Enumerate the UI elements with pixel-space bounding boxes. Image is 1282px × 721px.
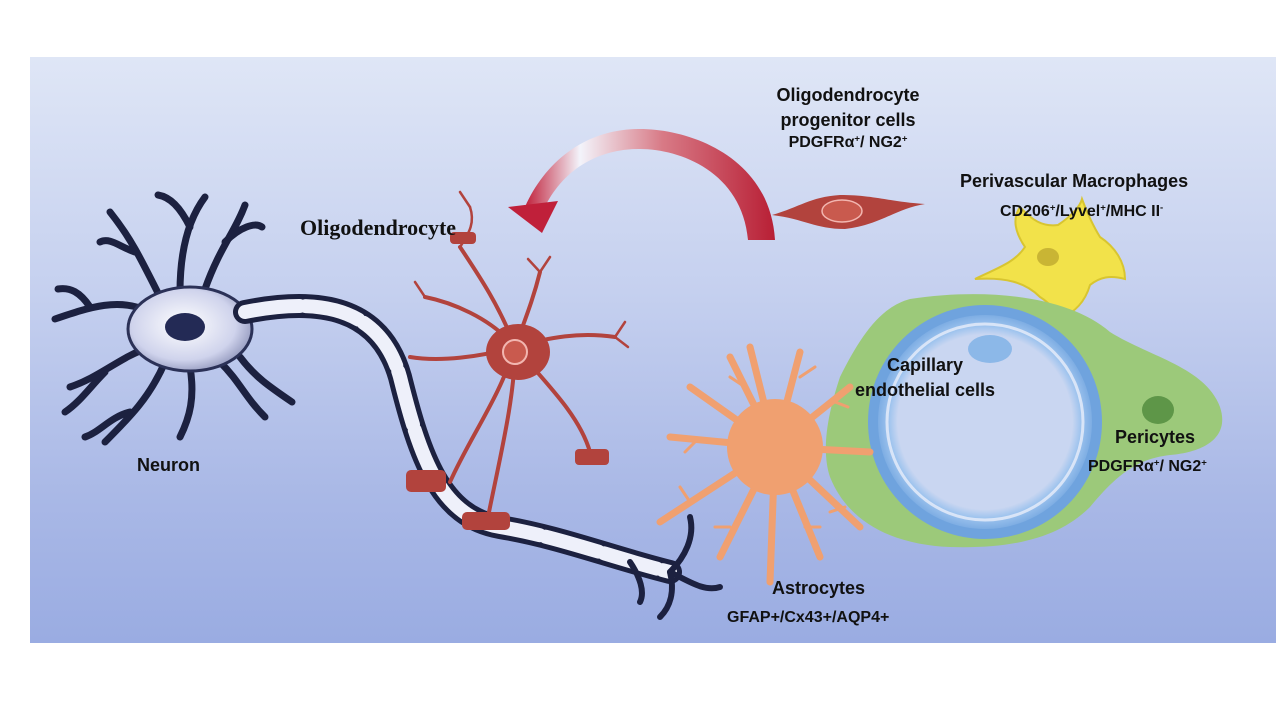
- capillary-label-line2: endothelial cells: [854, 379, 996, 400]
- differentiation-arrow: [508, 129, 775, 240]
- oligodendrocyte-label: Oligodendrocyte: [300, 215, 457, 240]
- pericytes-markers: PDGFRα+/ NG2+: [1088, 457, 1207, 475]
- capillary-label: Capillary endothelial cells: [820, 355, 1030, 400]
- opc-label-line2: progenitor cells: [780, 109, 916, 130]
- diagram-panel: Oligodendrocyte progenitor cells PDGFRα+…: [30, 57, 1276, 643]
- diagram-artwork: [51, 129, 1223, 620]
- astrocyte-cell: [656, 343, 874, 586]
- capillary-label-line1: Capillary: [886, 355, 964, 375]
- macrophages-markers: CD206+/Lyvel+/MHC II-: [1000, 202, 1164, 220]
- opc-label-line1: Oligodendrocyte: [776, 85, 920, 105]
- oligodendrocyte-cell: [406, 190, 630, 530]
- macrophages-title: Perivascular Macrophages: [960, 171, 1189, 191]
- astrocytes-markers: GFAP+/Cx43+/AQP4+: [727, 609, 890, 626]
- capillary-vessel: [868, 305, 1102, 539]
- macrophage-cell: [974, 195, 1127, 321]
- opc-label: Oligodendrocyte progenitor cells PDGFRα+…: [748, 85, 948, 153]
- opc-markers: PDGFRα+/ NG2+: [788, 134, 908, 152]
- neuron-cell: [51, 191, 723, 620]
- astrocytes-title: Astrocytes: [772, 578, 866, 598]
- pericytes-title: Pericytes: [1115, 427, 1196, 447]
- opc-cell: [772, 195, 925, 229]
- neuron-label: Neuron: [137, 455, 200, 475]
